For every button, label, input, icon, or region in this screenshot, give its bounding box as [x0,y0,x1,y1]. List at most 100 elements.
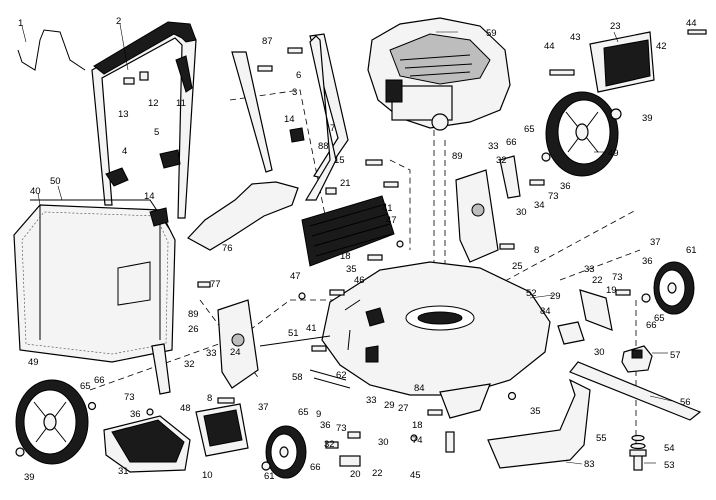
callout-36-left: 36 [130,409,141,420]
blade-adapter [621,345,653,373]
callout-50: 50 [50,176,61,187]
callout-77: 77 [210,279,221,290]
callout-29-bottom: 29 [384,400,395,411]
callout-19: 19 [606,285,617,296]
callout-61-bottom: 61 [264,471,275,482]
callout-61-right: 61 [686,245,697,256]
callout-25: 25 [512,261,523,272]
callout-53: 53 [664,460,675,471]
wheel-top-right [545,91,619,177]
callout-66-bottom: 66 [310,462,321,473]
callout-14-upper: 14 [284,114,295,125]
callout-89-top: 89 [452,151,463,162]
callout-42: 42 [656,41,667,52]
callout-47-top: 47 [386,215,397,226]
callout-26: 26 [188,324,199,335]
callout-7: 7 [330,123,335,134]
rear-flap [187,181,299,251]
callout-36-bottom: 36 [320,420,331,431]
callout-23: 23 [610,21,621,32]
callout-2: 2 [116,16,121,27]
callout-66-right: 66 [646,320,657,331]
callout-1: 1 [18,18,23,29]
callout-36-top: 36 [560,181,571,192]
callout-49-top: 49 [608,148,619,159]
callout-8-mid: 8 [207,393,212,404]
callout-65-mid: 65 [298,407,309,418]
callout-32-left: 32 [184,359,195,370]
callout-6: 6 [296,70,301,81]
callout-32-bottom: 32 [324,439,335,450]
callout-56: 56 [680,397,691,408]
callout-39-bottom: 39 [24,472,35,483]
wheel-front-bottom [265,425,307,479]
front-skirt [439,383,491,419]
callout-14-lower: 14 [144,191,155,202]
callout-73-bottom: 73 [336,423,347,434]
callout-33-left: 33 [206,348,217,359]
callout-88: 88 [318,141,329,152]
leader-lines [21,23,673,465]
callout-58: 58 [292,372,303,383]
callout-51: 51 [288,328,299,339]
callout-21: 21 [340,178,351,189]
callout-54: 54 [664,443,675,454]
rear-axle [259,335,351,389]
callout-39-top: 39 [642,113,653,124]
callout-18: 18 [340,251,351,262]
callout-73-right: 73 [612,272,623,283]
callout-74: 74 [412,435,423,446]
blade-bolt [629,434,647,471]
callout-33-right: 33 [584,264,595,275]
cable-wire [17,29,86,71]
callout-34: 34 [534,200,545,211]
callout-33-bottom: 33 [366,395,377,406]
callout-27: 27 [398,403,409,414]
callout-41-top: 41 [382,203,393,214]
callout-87: 87 [262,36,273,47]
callout-37-right: 37 [650,237,661,248]
callout-3: 3 [292,87,297,98]
side-discharge-plug [103,415,191,473]
rear-shield [301,195,395,267]
callout-49-left: 49 [28,357,39,368]
callout-24: 24 [230,347,241,358]
callout-18-bottom: 18 [412,420,423,431]
callout-57: 57 [670,350,681,361]
callout-12: 12 [148,98,159,109]
upper-handle [91,21,197,219]
callout-37-left: 37 [258,402,269,413]
callout-29-right: 29 [550,291,561,302]
callout-73-top: 73 [548,191,559,202]
grass-bag [13,199,176,363]
callout-40: 40 [30,186,41,197]
callout-30-top: 30 [516,207,527,218]
callout-4: 4 [122,146,127,157]
engine [367,17,511,131]
callout-9: 9 [316,409,321,420]
callout-76: 76 [222,243,233,254]
callout-65-left: 65 [80,381,91,392]
lower-handle [231,33,349,201]
callout-62: 62 [336,370,347,381]
mulch-door [195,403,249,457]
callout-35-top: 35 [346,264,357,275]
callout-41-mid: 41 [306,323,317,334]
callout-43: 43 [570,32,581,43]
callout-32-top: 32 [496,155,507,166]
callout-31: 31 [118,466,129,477]
callout-10: 10 [202,470,213,481]
callout-11: 11 [176,98,186,109]
callout-47-left: 47 [290,271,301,282]
wheel-front-right [653,261,695,315]
callout-44-top: 44 [686,18,697,29]
callout-73-left: 73 [124,392,135,403]
callout-33-top: 33 [488,141,499,152]
height-adjuster-right [455,155,521,263]
callout-66-left: 66 [94,375,105,386]
callout-65-top: 65 [524,124,535,135]
callout-35-bottom: 35 [530,406,541,417]
